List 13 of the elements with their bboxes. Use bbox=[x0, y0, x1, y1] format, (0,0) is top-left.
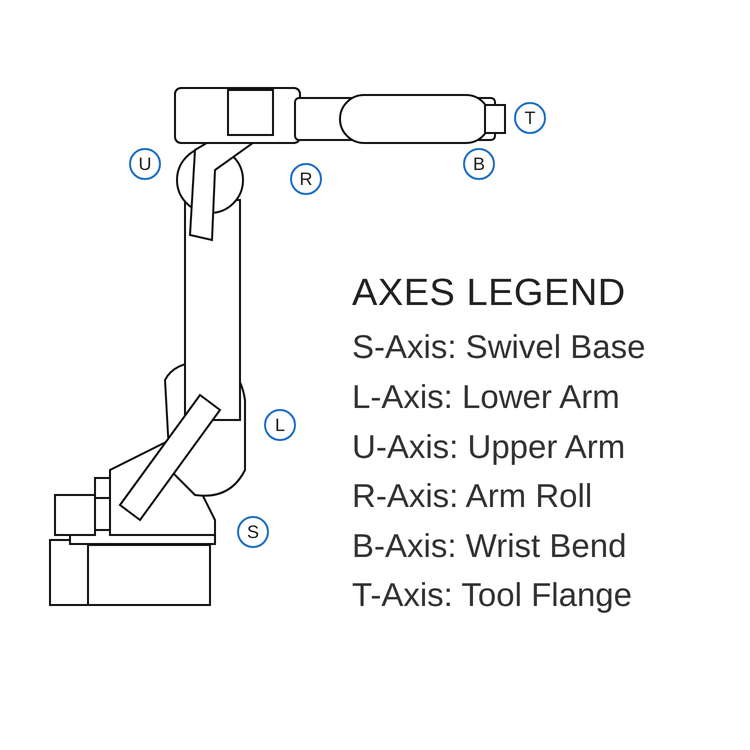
legend-heading: AXES LEGEND bbox=[352, 272, 626, 315]
callout-letter: U bbox=[129, 148, 161, 180]
callout-letter: S bbox=[237, 516, 269, 548]
callout-letter: T bbox=[514, 102, 546, 134]
legend-entry: B-Axis: Wrist Bend bbox=[352, 527, 626, 565]
callout-letter: R bbox=[290, 163, 322, 195]
callout-letter: B bbox=[463, 148, 495, 180]
legend-entry: S-Axis: Swivel Base bbox=[352, 328, 646, 366]
legend-entry: T-Axis: Tool Flange bbox=[352, 576, 632, 614]
legend-entry: L-Axis: Lower Arm bbox=[352, 378, 620, 416]
legend-entry: R-Axis: Arm Roll bbox=[352, 477, 592, 515]
callout-letter: L bbox=[264, 409, 296, 441]
legend-entry: U-Axis: Upper Arm bbox=[352, 428, 626, 466]
